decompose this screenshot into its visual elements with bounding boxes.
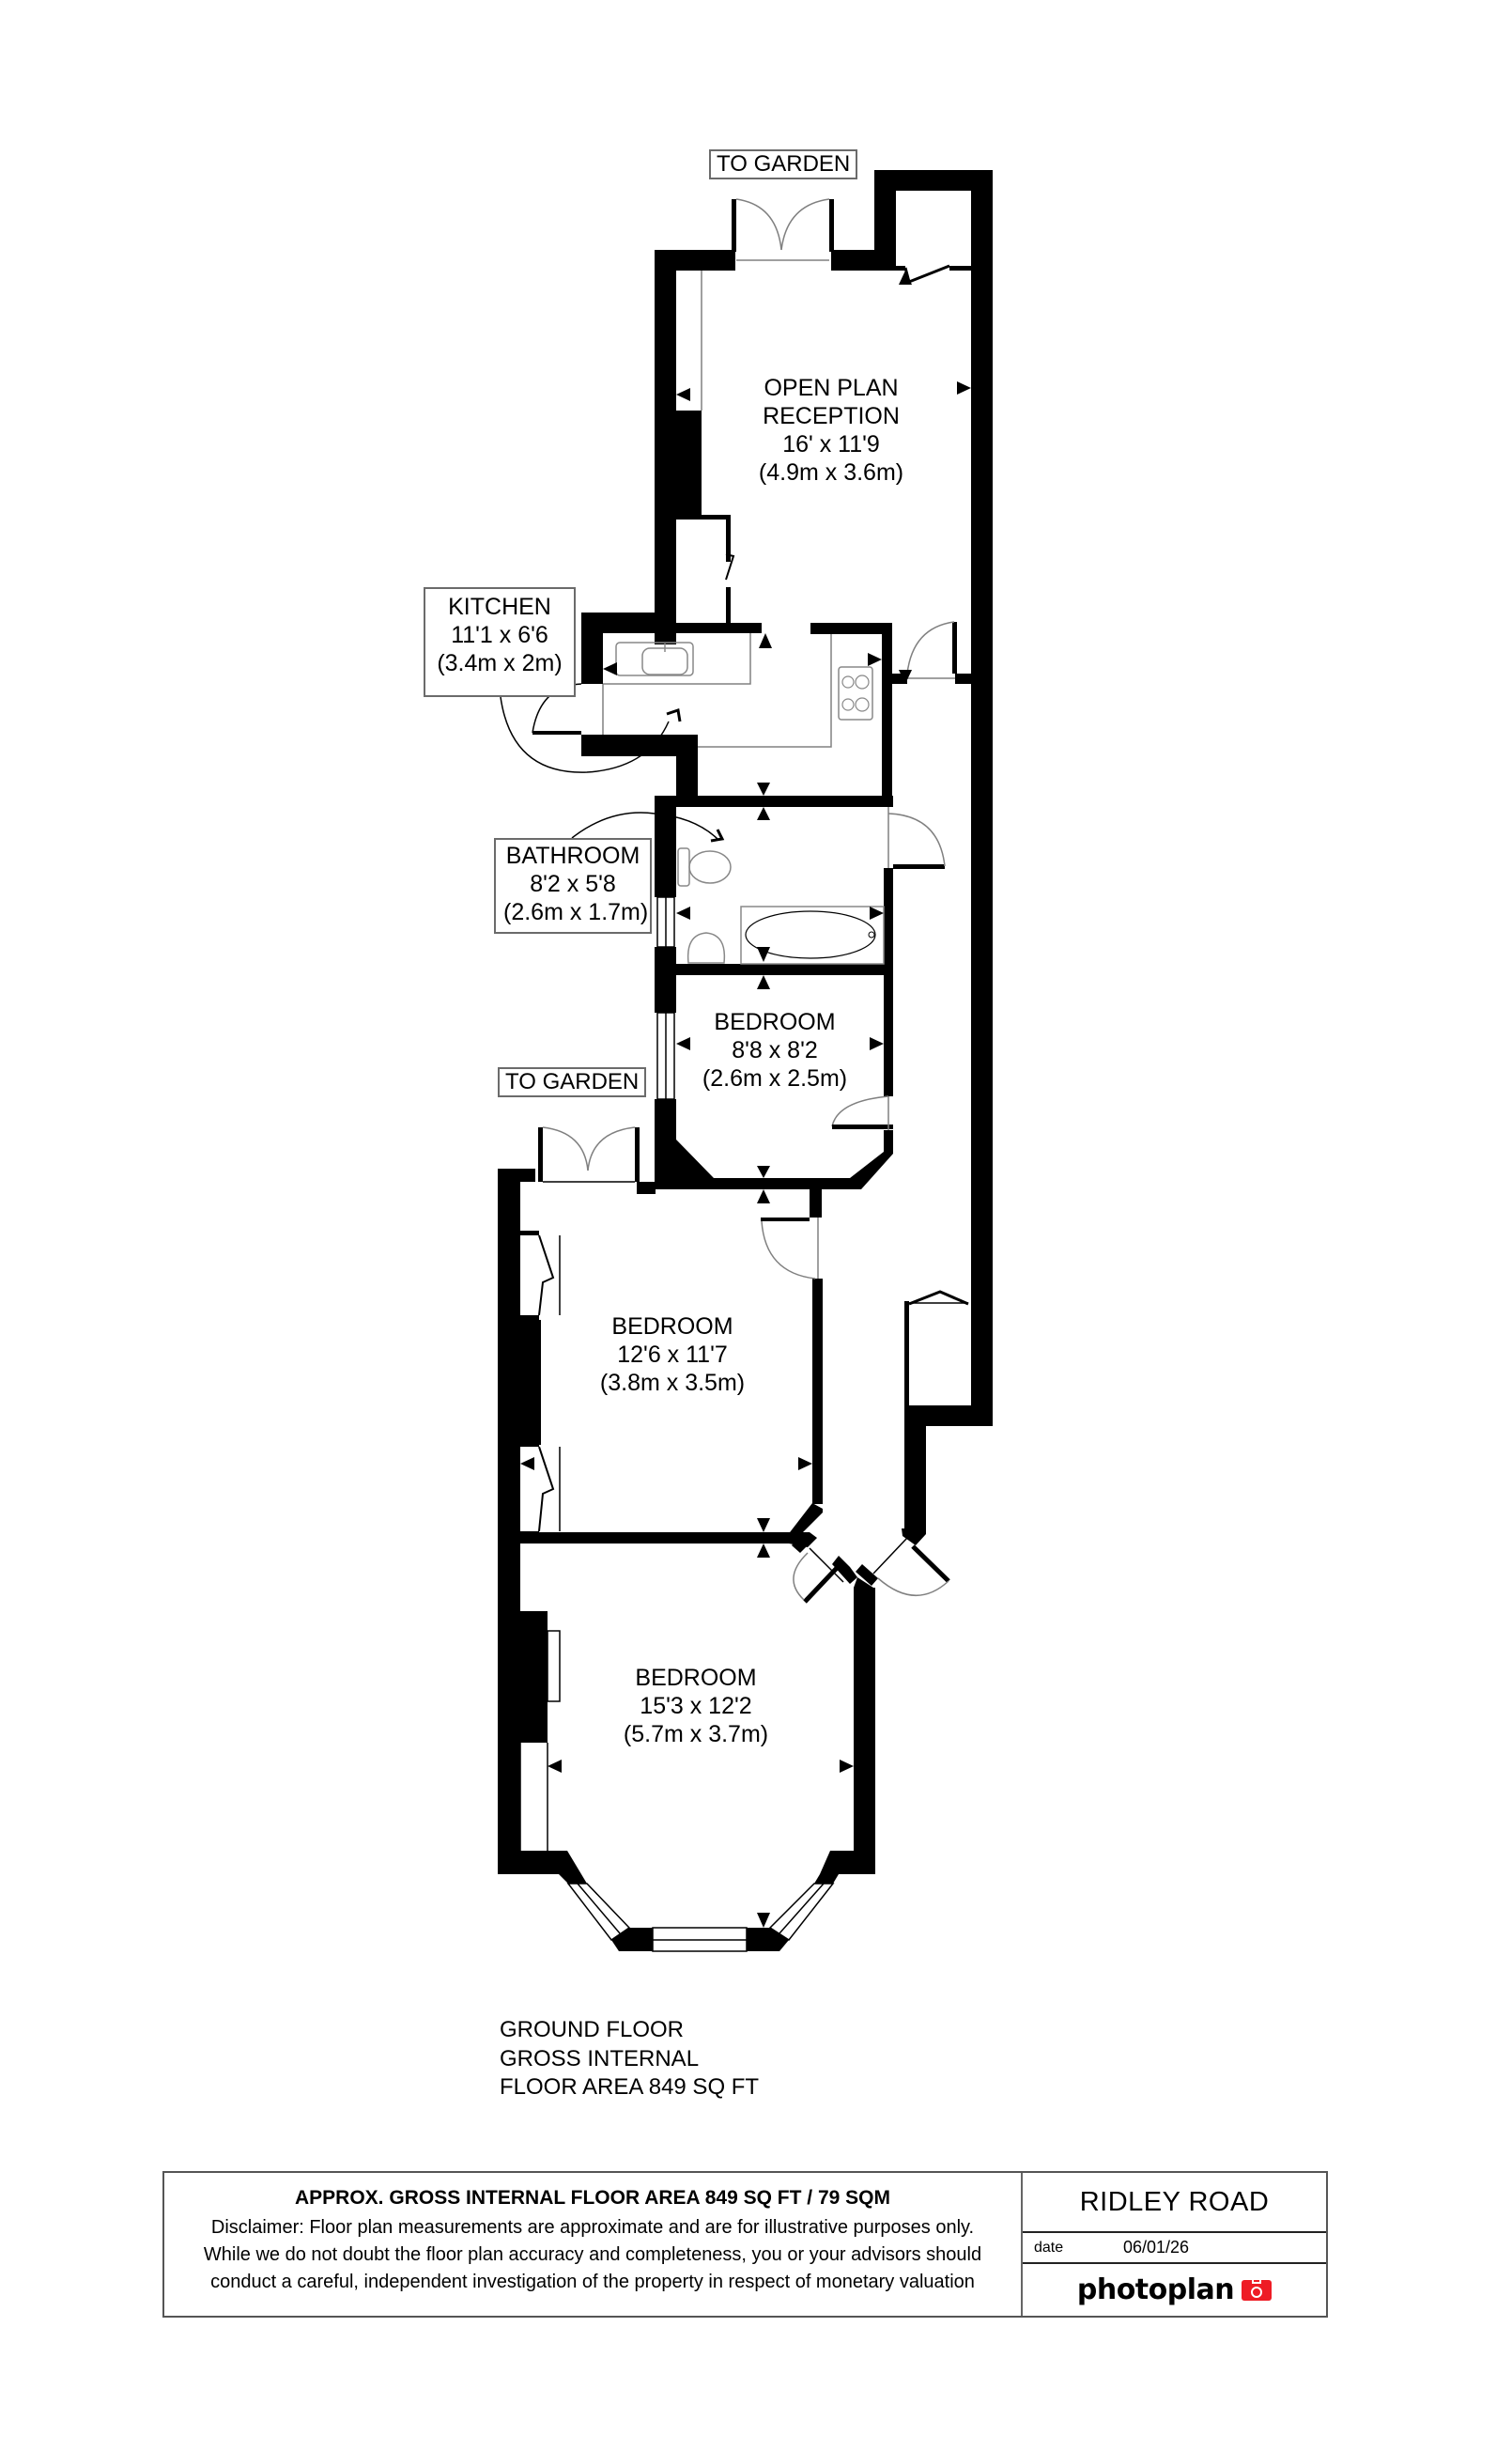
room-dimensions-imperial: 8'8 x 8'2 [732,1037,818,1063]
footer-property-panel: RIDLEY ROAD date 06/01/26 photoplan [1023,2173,1326,2316]
brand-logo: photoplan [1023,2264,1326,2316]
doors [500,198,969,1851]
footer-disclaimer-panel: APPROX. GROSS INTERNAL FLOOR AREA 849 SQ… [164,2173,1023,2316]
room-name-line1: OPEN PLAN [764,375,899,401]
floor-area-label: GROSS INTERNAL [500,2045,700,2071]
room-dimensions-metric: (4.9m x 3.6m) [758,459,904,486]
property-name: RIDLEY ROAD [1023,2173,1326,2233]
room-label-bedroom-small: BEDROOM 8'8 x 8'2 (2.6m x 2.5m) [702,1008,847,1093]
floor-name: GROUND FLOOR [500,2017,685,2042]
floor-summary: GROUND FLOOR GROSS INTERNAL FLOOR AREA 8… [500,2016,759,2102]
walls [498,170,993,1951]
windows [566,896,835,1952]
date-label: date [1034,2239,1064,2256]
room-dimensions-metric: (5.7m x 3.7m) [623,1721,769,1747]
room-label-kitchen: KITCHEN 11'1 x 6'6 (3.4m x 2m) [424,587,576,697]
disclaimer-line: Disclaimer: Floor plan measurements are … [210,2217,975,2238]
disclaimer-line: conduct a careful, independent investiga… [210,2272,975,2292]
disclaimer-text: Disclaimer: Floor plan measurements are … [164,2214,1021,2296]
room-dimensions-imperial: 15'3 x 12'2 [640,1693,752,1719]
footer-info-box: APPROX. GROSS INTERNAL FLOOR AREA 849 SQ… [162,2171,1328,2318]
room-dimensions-metric: (3.8m x 3.5m) [599,1370,746,1396]
date-value: 06/01/26 [1123,2238,1190,2257]
room-dimensions-metric: (2.6m x 1.7m) [503,899,649,925]
camera-icon [1242,2275,1273,2301]
room-dimensions-imperial: 8'2 x 5'8 [530,871,616,897]
brand-name: photoplan [1076,2273,1235,2306]
date-row: date 06/01/26 [1023,2233,1326,2264]
room-dimensions-imperial: 12'6 x 11'7 [617,1342,728,1368]
room-dimensions-metric: (3.4m x 2m) [437,650,563,676]
to-garden-tag-side: TO GARDEN [498,1067,647,1097]
room-name: KITCHEN [448,594,551,620]
room-name-line2: RECEPTION [763,403,900,429]
disclaimer-line: While we do not doubt the floor plan acc… [203,2244,982,2265]
room-name: BEDROOM [611,1313,733,1340]
footer-area-title: APPROX. GROSS INTERNAL FLOOR AREA 849 SQ… [295,2187,890,2209]
room-label-bathroom: BATHROOM 8'2 x 5'8 (2.6m x 1.7m) [494,838,652,934]
room-label-reception: OPEN PLAN RECEPTION 16' x 11'9 (4.9m x 3… [759,374,903,487]
room-name: BEDROOM [635,1665,757,1691]
room-name: BATHROOM [505,843,640,869]
room-label-bedroom-front: BEDROOM 15'3 x 12'2 (5.7m x 3.7m) [624,1664,768,1748]
floor-area-value: FLOOR AREA 849 SQ FT [500,2074,760,2100]
to-garden-tag-rear: TO GARDEN [709,149,858,179]
measurement-arrows [520,271,971,1928]
room-dimensions-imperial: 16' x 11'9 [782,431,880,458]
room-label-bedroom-middle: BEDROOM 12'6 x 11'7 (3.8m x 3.5m) [600,1312,745,1397]
room-dimensions-imperial: 11'1 x 6'6 [451,622,548,648]
room-name: BEDROOM [714,1009,836,1035]
room-dimensions-metric: (2.6m x 2.5m) [702,1065,848,1092]
fixtures [603,271,885,965]
